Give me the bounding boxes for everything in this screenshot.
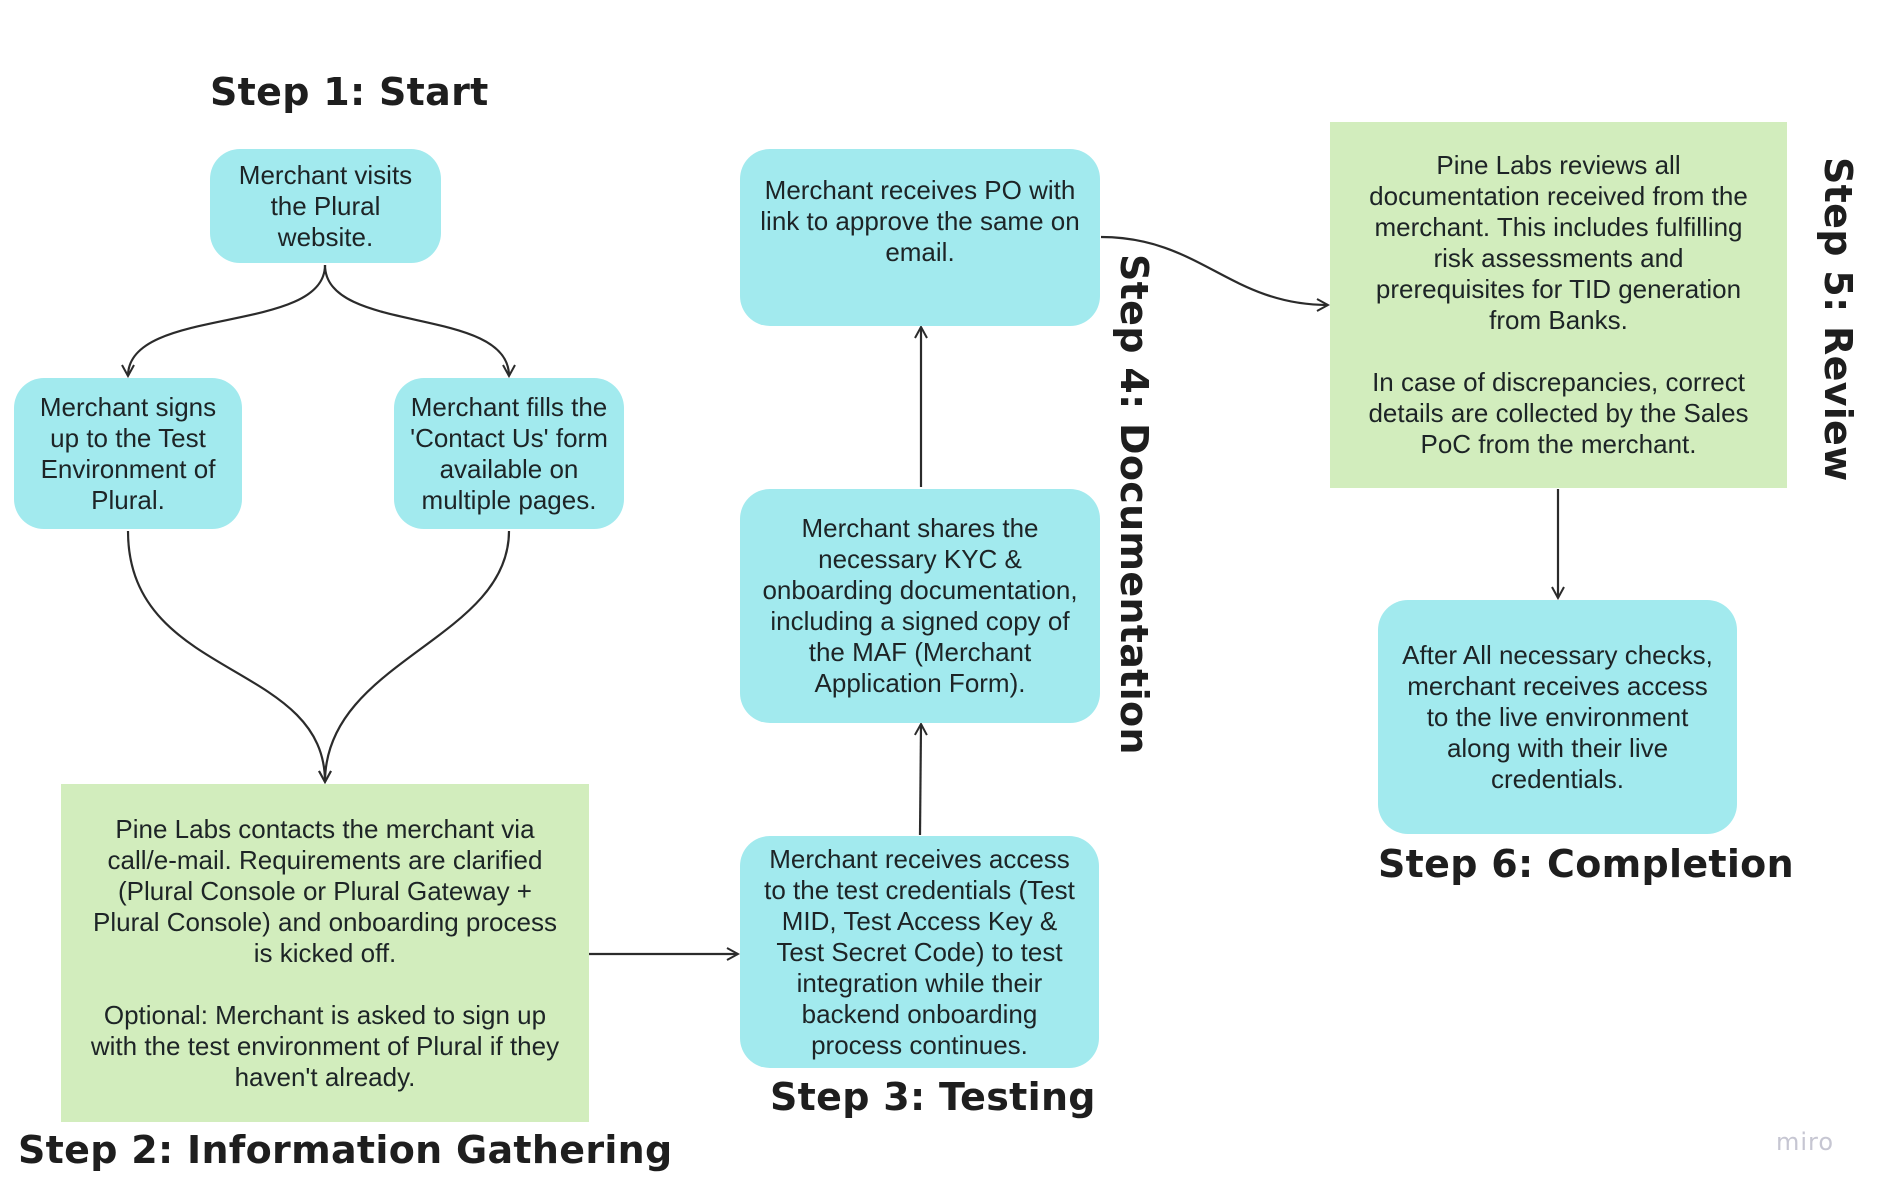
node-test-credentials[interactable]: Merchant receives access to the test cre…	[740, 836, 1099, 1068]
miro-logo: miro	[1776, 1128, 1835, 1156]
node-kyc-documentation[interactable]: Merchant shares the necessary KYC & onbo…	[740, 489, 1100, 723]
node-live-access[interactable]: After All necessary checks, merchant rec…	[1378, 600, 1737, 834]
step2-title: Step 2: Information Gathering	[18, 1128, 673, 1172]
step4-title: Step 4: Documentation	[1112, 254, 1156, 755]
step5-title: Step 5: Review	[1816, 157, 1860, 482]
node-visit-website[interactable]: Merchant visits the Plural website.	[210, 149, 441, 263]
connector-testcreds-to-kyc	[920, 724, 921, 836]
node-contact-us-form[interactable]: Merchant fills the 'Contact Us' form ava…	[394, 378, 624, 529]
node-pine-labs-contacts[interactable]: Pine Labs contacts the merchant via call…	[61, 784, 589, 1122]
connector-contact-to-pinelabs	[325, 530, 511, 782]
step6-title: Step 6: Completion	[1378, 842, 1794, 886]
node-po-approval[interactable]: Merchant receives PO with link to approv…	[740, 149, 1100, 326]
connector-visit-to-signup	[128, 264, 327, 376]
connector-signup-to-pinelabs	[126, 530, 325, 782]
node-review[interactable]: Pine Labs reviews all documentation rece…	[1330, 122, 1787, 488]
step3-title: Step 3: Testing	[770, 1075, 1096, 1119]
node-signup-test-environment[interactable]: Merchant signs up to the Test Environmen…	[14, 378, 242, 529]
connector-visit-to-contact	[323, 264, 509, 376]
step1-title: Step 1: Start	[210, 70, 489, 114]
